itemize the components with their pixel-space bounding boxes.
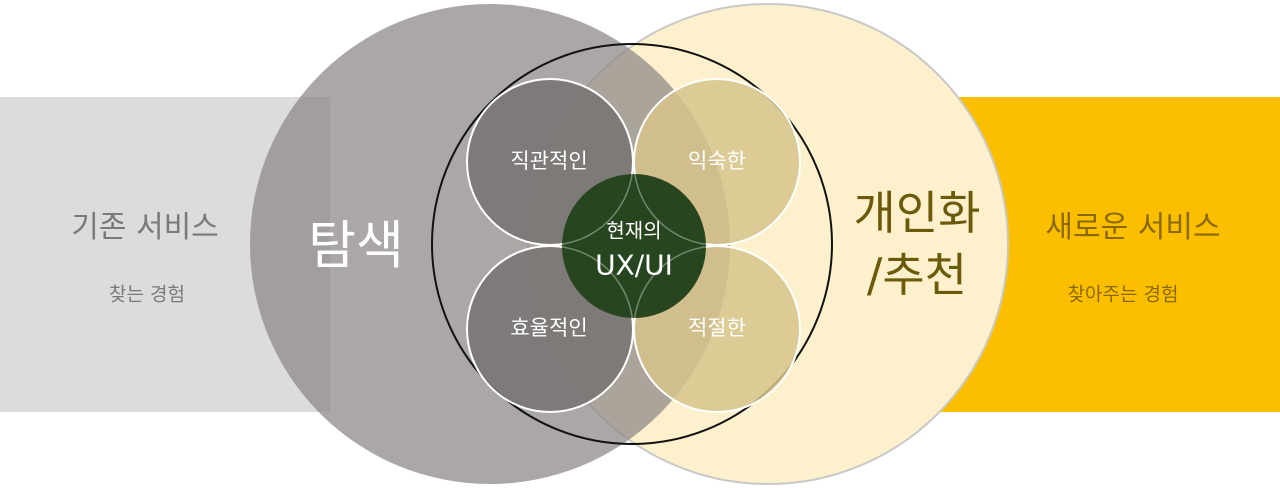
personalization-label-line2: /추천	[866, 248, 968, 302]
core-title: 현재의	[606, 218, 662, 243]
petal-label-appropriate: 적절한	[688, 316, 746, 340]
personalization-label-line1: 개인화	[853, 186, 981, 240]
petal-label-intuitive: 직관적인	[510, 149, 588, 173]
new-service-subtitle: 찾아주는 경험	[1067, 283, 1179, 306]
new-service-title: 새로운 서비스	[1045, 210, 1221, 245]
exploration-label: 탐색	[308, 216, 404, 277]
core-circle	[562, 174, 706, 318]
petal-label-efficient: 효율적인	[510, 316, 588, 340]
outer-outline-circle	[431, 43, 833, 445]
petal-label-familiar: 익숙한	[688, 149, 746, 173]
legacy-service-subtitle: 찾는 경험	[109, 283, 185, 306]
core-petal-arcs	[466, 78, 801, 413]
personalization-label: 개인화 /추천	[854, 182, 981, 306]
core-subtitle: UX/UI	[595, 248, 673, 282]
legacy-service-title: 기존 서비스	[71, 210, 219, 245]
